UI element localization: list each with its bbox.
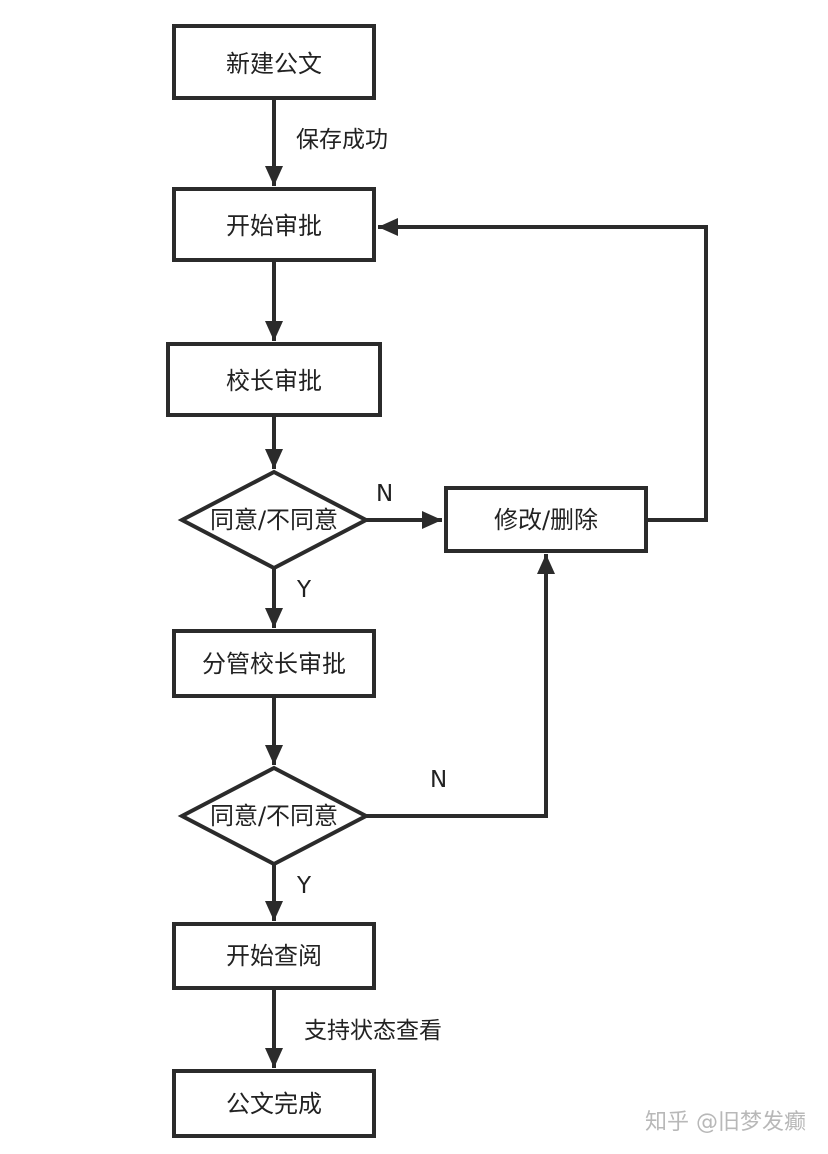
decision-2-label: 同意/不同意 [210, 802, 338, 830]
edge-label-yes-2: Y [296, 873, 312, 899]
decision-1-diamond [177, 469, 371, 571]
node-new-doc-box [172, 24, 376, 100]
node-vice-principal-box [172, 629, 376, 698]
node-modify-delete: 修改/删除 [494, 506, 598, 534]
edge-decision2-no [366, 554, 555, 818]
node-modify-delete-box [444, 486, 648, 553]
edge-label-no-1: N [376, 481, 393, 507]
node-start-review: 开始查阅 [226, 942, 322, 970]
node-new-doc: 新建公文 [226, 50, 322, 78]
node-principal-approval: 校长审批 [226, 367, 322, 395]
edge-label-yes-1: Y [296, 577, 312, 603]
edge-label-save-success: 保存成功 [296, 127, 388, 153]
node-principal-approval-box [166, 342, 382, 417]
decision-1-label: 同意/不同意 [210, 506, 338, 534]
decision-2-diamond [177, 765, 371, 867]
node-start-approval: 开始审批 [226, 212, 322, 240]
node-doc-complete: 公文完成 [226, 1090, 322, 1118]
edge-label-status-view: 支持状态查看 [304, 1018, 442, 1044]
edge-label-no-2: N [430, 767, 447, 793]
node-doc-complete-box [172, 1069, 376, 1138]
edge-modify-back-to-start [378, 218, 708, 522]
watermark: 知乎 @旧梦发癫 [645, 1110, 806, 1135]
node-vice-principal-approval: 分管校长审批 [202, 650, 346, 678]
node-start-review-box [172, 922, 376, 990]
node-start-approval-box [172, 187, 376, 262]
